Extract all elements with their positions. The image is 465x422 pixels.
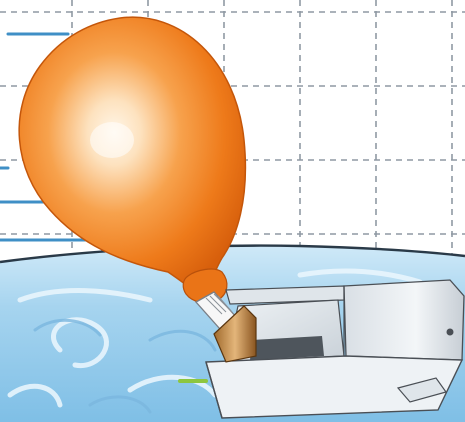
balloon	[18, 16, 247, 304]
boat-hole	[446, 328, 454, 336]
boat	[205, 279, 465, 419]
boat-card	[213, 305, 257, 363]
